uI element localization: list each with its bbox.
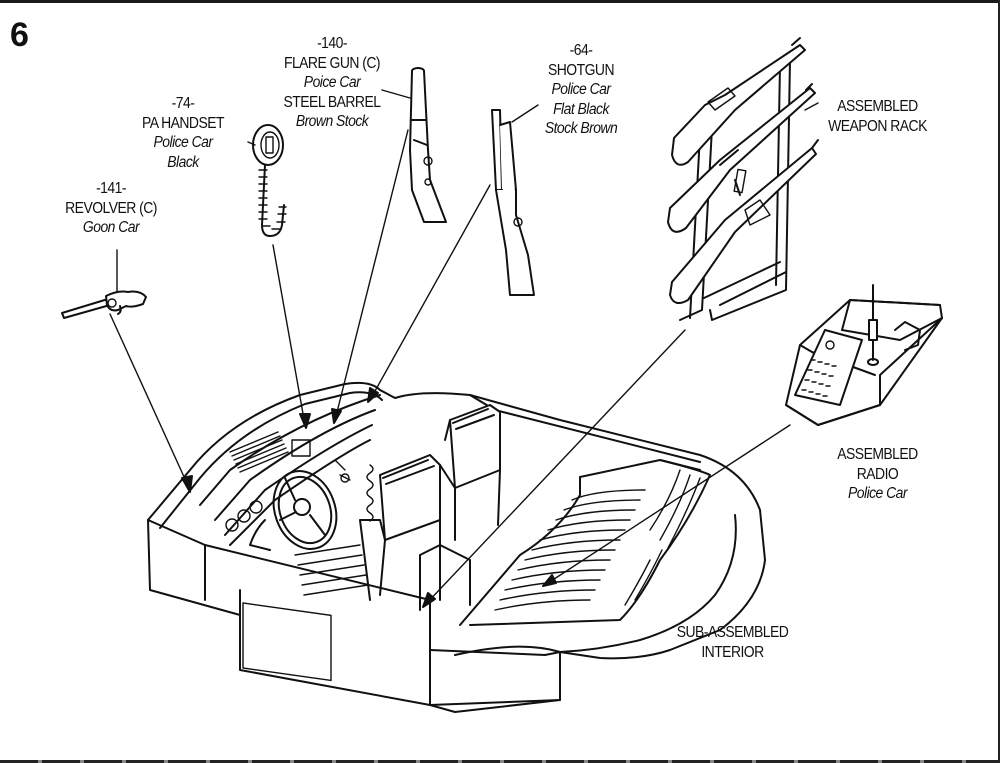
part-stock: Stock Brown bbox=[544, 120, 618, 137]
top-border bbox=[0, 0, 1000, 3]
pa-handset-part bbox=[252, 124, 287, 237]
part-name: PA HANDSET bbox=[142, 114, 224, 132]
front-seats bbox=[294, 404, 501, 601]
assembly-state: ASSEMBLED bbox=[837, 446, 918, 463]
coiled-cord bbox=[366, 464, 374, 522]
weapon-rack-part bbox=[667, 37, 819, 321]
part-color: Black bbox=[167, 153, 199, 171]
shotgun-part bbox=[491, 109, 535, 296]
part-vehicle: Police Car bbox=[153, 134, 213, 151]
assembly-name: RADIO bbox=[856, 465, 899, 483]
part-vehicle: Poice Car bbox=[303, 74, 361, 91]
label-revolver: -141- REVOLVER (C) Goon Car bbox=[61, 179, 162, 238]
assembly-vehicle: Police Car bbox=[848, 485, 907, 502]
label-pa-handset: -74- PA HANDSET Police Car Black bbox=[134, 94, 233, 172]
step-number: 6 bbox=[10, 16, 29, 54]
radio-part bbox=[785, 284, 943, 426]
bottom-border bbox=[0, 760, 1000, 763]
revolver-part bbox=[61, 290, 147, 319]
label-weapon-rack: ASSEMBLED WEAPON RACK bbox=[826, 97, 930, 136]
part-number: -141- bbox=[96, 180, 126, 197]
part-stock: Brown Stock bbox=[295, 113, 369, 130]
part-finish: STEEL BARREL bbox=[283, 93, 381, 111]
part-finish: Flat Black bbox=[553, 100, 609, 118]
label-flare-gun: -140- FLARE GUN (C) Poice Car STEEL BARR… bbox=[269, 34, 395, 132]
right-border bbox=[998, 0, 1000, 763]
part-vehicle: Goon Car bbox=[82, 219, 140, 236]
part-number: -74- bbox=[171, 95, 195, 112]
part-name: REVOLVER (C) bbox=[65, 199, 157, 217]
leader-lines bbox=[109, 89, 819, 608]
part-number: -64- bbox=[569, 42, 593, 59]
dashboard bbox=[199, 394, 381, 546]
part-name: SHOTGUN bbox=[548, 61, 615, 79]
label-shotgun: -64- SHOTGUN Police Car Flat Black Stock… bbox=[535, 41, 627, 139]
assembly-name: WEAPON RACK bbox=[828, 117, 927, 135]
flare-gun-part bbox=[409, 67, 447, 223]
part-vehicle: Police Car bbox=[551, 81, 611, 98]
part-name: FLARE GUN (C) bbox=[283, 54, 381, 72]
part-number: -140- bbox=[317, 35, 347, 52]
assembly-state: ASSEMBLED bbox=[837, 98, 918, 115]
label-radio: ASSEMBLED RADIO Police Car bbox=[830, 445, 925, 504]
steering-wheel bbox=[249, 470, 338, 551]
assembly-name: INTERIOR bbox=[701, 643, 764, 661]
rear-seat bbox=[419, 459, 711, 626]
